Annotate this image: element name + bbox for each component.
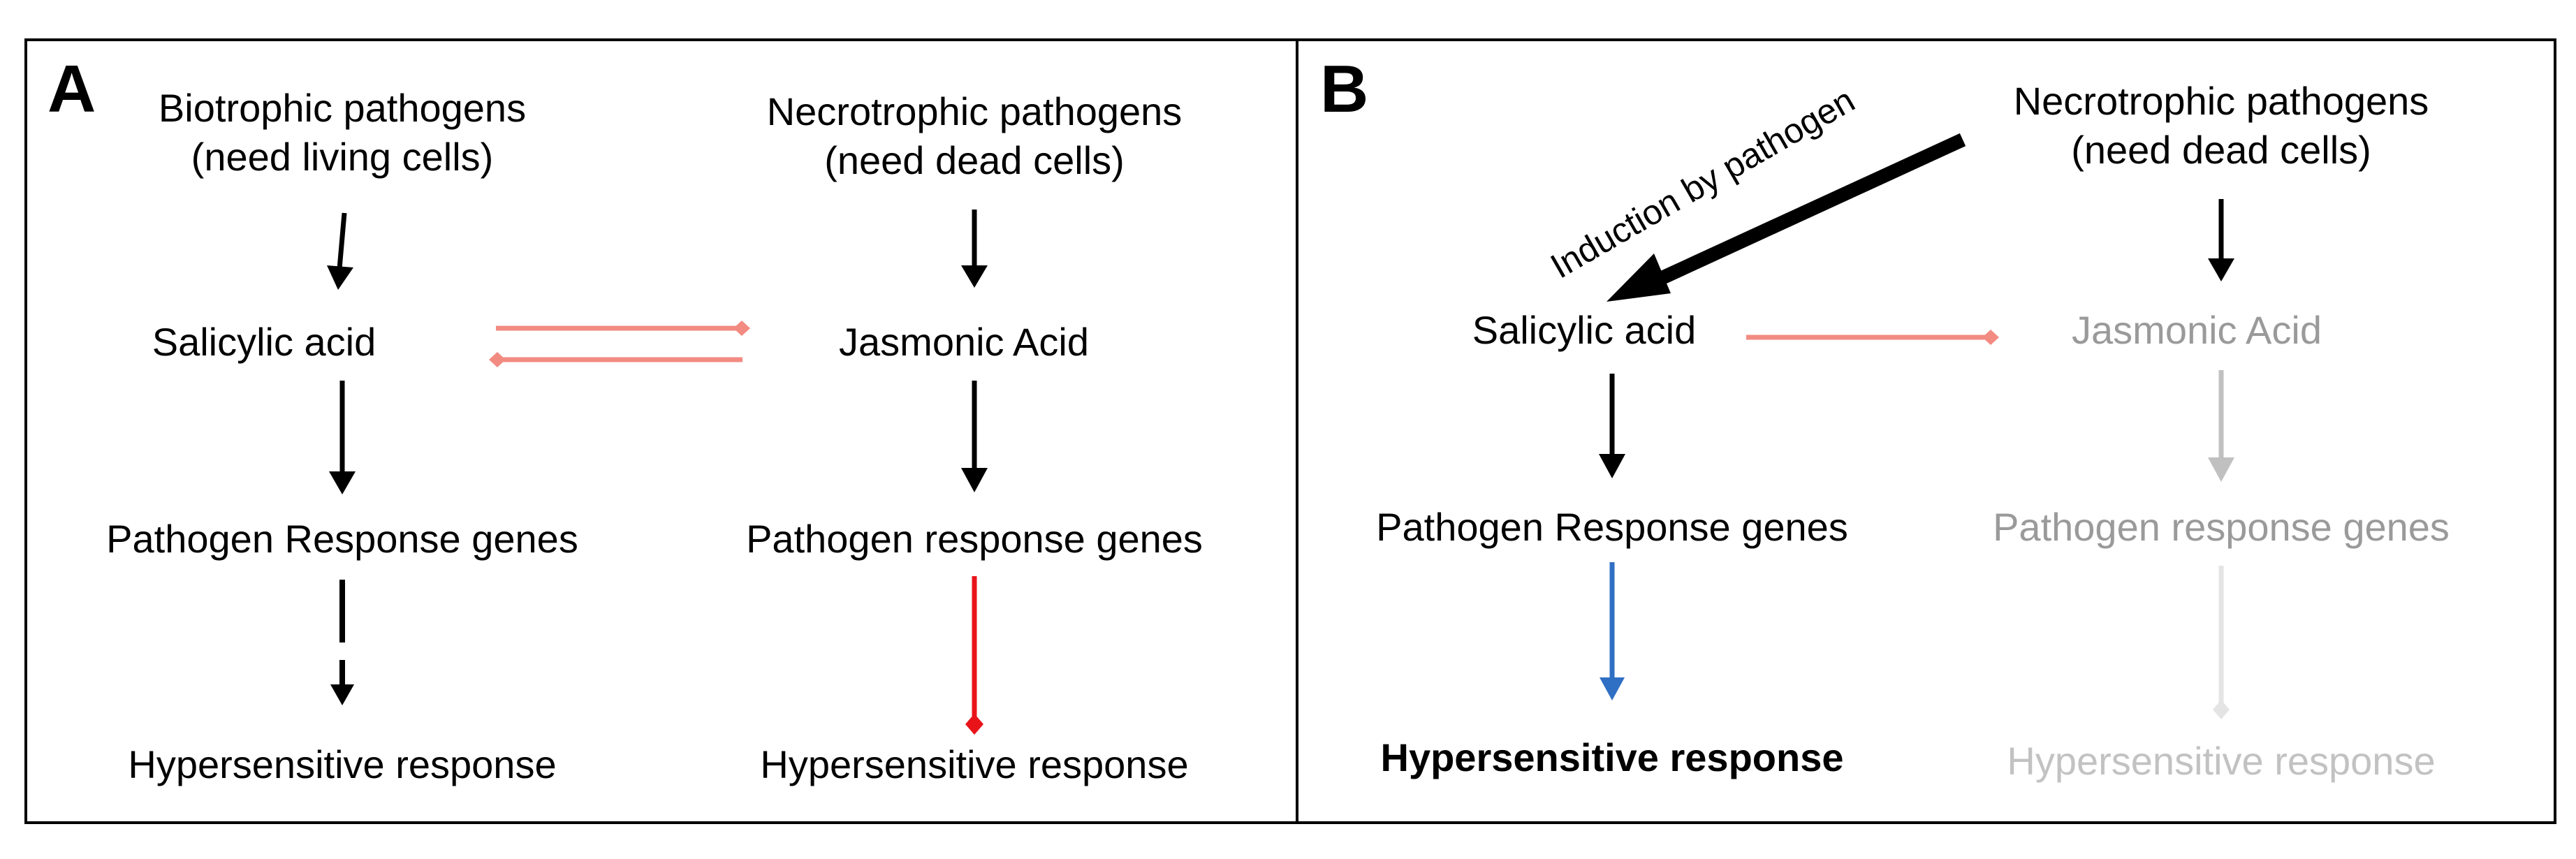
node-genes-left-b: Pathogen Response genes bbox=[1376, 505, 1848, 549]
node-salicylic-acid-b: Salicylic acid bbox=[1472, 308, 1697, 352]
node-biotrophic-pathogens: Biotrophic pathogens (need living cells) bbox=[159, 84, 526, 182]
panel-b-letter: B bbox=[1320, 52, 1369, 126]
node-hr-right-a: Hypersensitive response bbox=[760, 742, 1189, 786]
biotrophic-line1: Biotrophic pathogens bbox=[158, 86, 527, 130]
node-necrotrophic-pathogens-a: Necrotrophic pathogens (need dead cells) bbox=[767, 87, 1183, 185]
node-genes-left-a: Pathogen Response genes bbox=[106, 517, 578, 561]
node-hr-left-b: Hypersensitive response bbox=[1380, 735, 1844, 779]
node-genes-right-b: Pathogen response genes bbox=[1993, 505, 2450, 549]
necrotrophic-b-line2: (need dead cells) bbox=[2071, 128, 2371, 172]
node-salicylic-acid-a: Salicylic acid bbox=[152, 320, 376, 364]
panel-a-letter: A bbox=[47, 52, 96, 126]
node-jasmonic-acid-b: Jasmonic Acid bbox=[2072, 308, 2322, 352]
biotrophic-line2: (need living cells) bbox=[191, 135, 494, 179]
node-hr-right-b: Hypersensitive response bbox=[2007, 739, 2436, 783]
necrotrophic-a-line1: Necrotrophic pathogens bbox=[766, 89, 1183, 133]
node-genes-right-a: Pathogen response genes bbox=[746, 517, 1203, 561]
node-necrotrophic-pathogens-b: Necrotrophic pathogens (need dead cells) bbox=[2014, 77, 2429, 175]
necrotrophic-a-line2: (need dead cells) bbox=[824, 138, 1125, 182]
panel-a bbox=[24, 38, 1299, 824]
node-jasmonic-acid-a: Jasmonic Acid bbox=[839, 320, 1089, 364]
node-hr-left-a: Hypersensitive response bbox=[128, 742, 557, 786]
necrotrophic-b-line1: Necrotrophic pathogens bbox=[2013, 79, 2429, 123]
